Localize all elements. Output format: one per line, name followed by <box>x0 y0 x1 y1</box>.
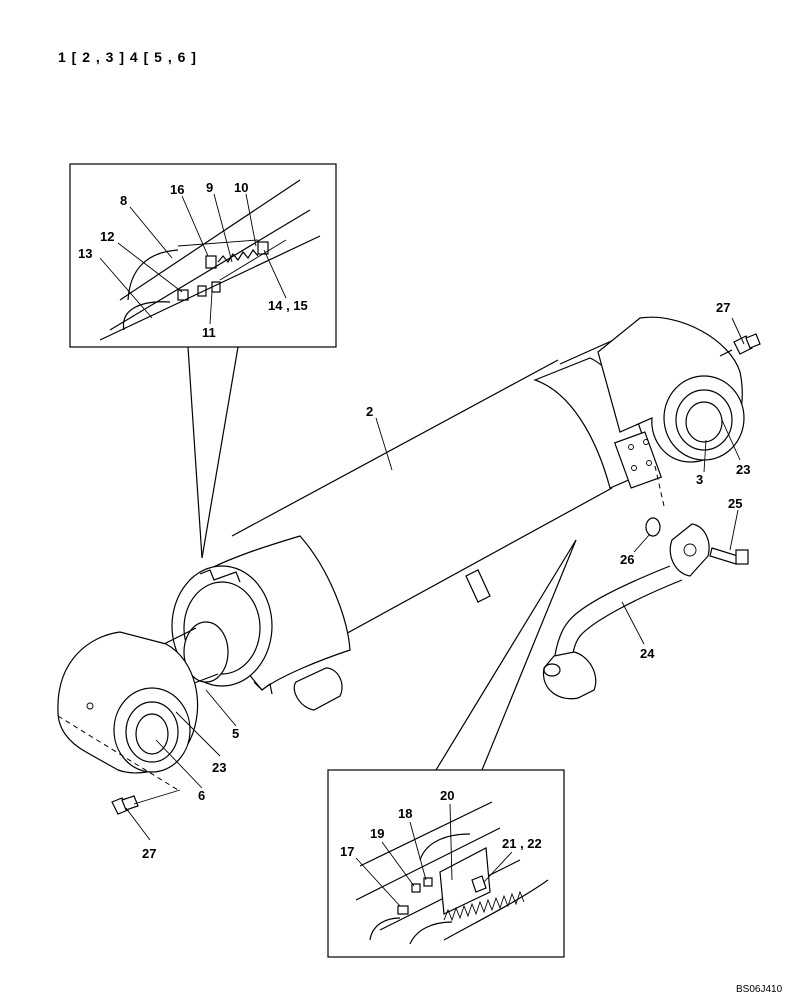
callout-27-left: 27 <box>142 846 156 861</box>
callout-21-22: 21 , 22 <box>502 836 542 851</box>
callout-9: 9 <box>206 180 213 195</box>
callout-17: 17 <box>340 844 354 859</box>
callout-25: 25 <box>728 496 742 511</box>
callout-19: 19 <box>370 826 384 841</box>
callout-23-right: 23 <box>736 462 750 477</box>
callout-leaders <box>125 317 745 841</box>
callout-8: 8 <box>120 193 127 208</box>
callout-16: 16 <box>170 182 184 197</box>
callout-14-15: 14 , 15 <box>268 298 308 313</box>
callout-2: 2 <box>366 404 373 419</box>
callout-13: 13 <box>78 246 92 261</box>
callout-6: 6 <box>198 788 205 803</box>
callout-10: 10 <box>234 180 248 195</box>
callout-12: 12 <box>100 229 114 244</box>
callout-18: 18 <box>398 806 412 821</box>
callout-23-left: 23 <box>212 760 226 775</box>
callout-5: 5 <box>232 726 239 741</box>
grease-fitting-right <box>733 333 761 355</box>
callout-27-right: 27 <box>716 300 730 315</box>
drawing-reference-code: BS06J410 <box>736 984 783 995</box>
callout-24: 24 <box>640 646 655 661</box>
detail-inset-rod-seals <box>69 163 337 559</box>
callout-3: 3 <box>696 472 703 487</box>
cylinder-body <box>57 316 745 774</box>
grease-fitting-left <box>111 795 139 815</box>
assembly-header: 1 [ 2 , 3 ] 4 [ 5 , 6 ] <box>58 49 197 65</box>
pipe-assembly <box>542 517 749 700</box>
detail-inset-piston-seals <box>327 539 577 958</box>
callout-11: 11 <box>202 325 216 340</box>
callout-26: 26 <box>620 552 634 567</box>
callout-20: 20 <box>440 788 454 803</box>
